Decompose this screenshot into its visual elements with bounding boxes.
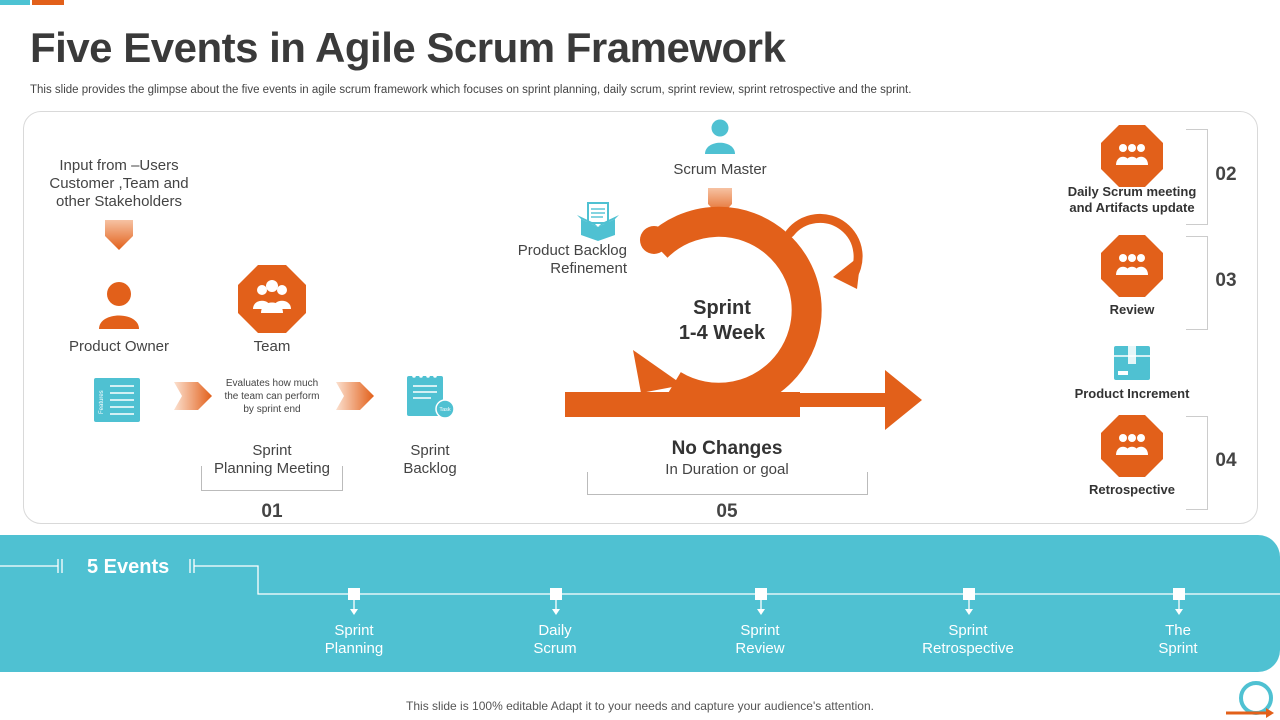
timeline-marker	[550, 588, 562, 616]
team-octagon-icon	[1101, 235, 1163, 297]
slide-subtitle: This slide provides the glimpse about th…	[30, 84, 912, 96]
meeting-line-2: Planning Meeting	[214, 460, 330, 477]
events-timeline-title: 5 Events	[87, 556, 170, 578]
sprint-line-1: Sprint	[693, 297, 751, 319]
timeline-marker	[1173, 588, 1185, 616]
right-arrow-icon	[174, 382, 212, 410]
sprint-cycle-icon	[565, 206, 922, 430]
backlog-box-icon	[577, 202, 619, 241]
timeline-item-line: Review	[735, 640, 785, 657]
input-line-1: Input from –Users	[59, 157, 179, 174]
sprint-line-2: 1-4 Week	[678, 322, 766, 344]
sprint-planning-meeting-label: Sprint Planning Meeting	[196, 442, 348, 478]
backlog-line-1: Sprint	[410, 442, 450, 459]
timeline-item-line: Scrum	[533, 640, 577, 657]
retrospective-bracket	[1186, 416, 1208, 510]
timeline-item-the-sprint: The Sprint	[1128, 622, 1228, 658]
retrospective-label: Retrospective	[1089, 482, 1175, 497]
header-accent-teal	[0, 0, 30, 5]
input-from-users-text: Input from –Users Customer ,Team and oth…	[34, 157, 204, 211]
input-line-3: other Stakeholders	[56, 193, 182, 210]
timeline-item-line: Sprint	[740, 622, 780, 639]
no-changes-subtitle: In Duration or goal	[665, 461, 789, 478]
backlog-line-2: Backlog	[403, 460, 457, 477]
daily-scrum-bracket	[1186, 129, 1208, 225]
review-bracket	[1186, 236, 1208, 330]
loop-logo-icon	[1226, 681, 1274, 718]
timeline-item-line: Daily	[538, 622, 572, 639]
header-accent-orange	[32, 0, 64, 5]
daily-scrum-line-2: and Artifacts update	[1069, 200, 1195, 215]
task-notepad-icon: Task	[407, 374, 455, 419]
slide-title: Five Events in Agile Scrum Framework	[30, 24, 786, 71]
timeline-marker	[348, 588, 360, 616]
no-changes-title: No Changes	[671, 438, 783, 459]
team-octagon-icon	[1101, 415, 1163, 477]
evaluates-line-3: by sprint end	[243, 404, 301, 415]
timeline-item-daily-scrum: Daily Scrum	[495, 622, 615, 658]
sprint-duration-text: Sprint 1-4 Week	[642, 296, 802, 346]
person-icon	[705, 119, 735, 154]
daily-scrum-label: Daily Scrum meeting and Artifacts update	[1052, 184, 1212, 216]
evaluates-line-1: Evaluates how much	[225, 378, 319, 389]
meeting-line-1: Sprint	[252, 442, 292, 459]
down-arrow-icon	[105, 220, 133, 250]
person-icon	[99, 282, 139, 329]
events-timeline-band	[0, 535, 1280, 672]
sprint-backlog-label: Sprint Backlog	[380, 442, 480, 478]
scrum-master-label: Scrum Master	[673, 161, 767, 178]
input-line-2: Customer ,Team and	[49, 175, 189, 192]
event-number-04: 04	[1215, 450, 1237, 471]
timeline-item-line: Sprint	[334, 622, 374, 639]
product-increment-label: Product Increment	[1074, 386, 1190, 401]
planning-bracket	[201, 466, 343, 491]
evaluates-line-2: the team can perform	[224, 391, 320, 402]
team-octagon-icon	[1101, 125, 1163, 187]
review-label: Review	[1109, 302, 1155, 317]
features-list-icon: Features	[94, 378, 140, 422]
timeline-marker	[755, 588, 767, 616]
timeline-item-line: Sprint	[948, 622, 988, 639]
event-number-02: 02	[1215, 164, 1237, 185]
timeline-item-line: Sprint	[1158, 640, 1198, 657]
timeline-item-sprint-planning: Sprint Planning	[294, 622, 414, 658]
slide-footer: This slide is 100% editable Adapt it to …	[406, 699, 874, 713]
daily-scrum-line-1: Daily Scrum meeting	[1067, 184, 1197, 199]
timeline-lines	[0, 559, 1280, 595]
refinement-line-1: Product Backlog	[517, 242, 627, 259]
team-label: Team	[253, 338, 291, 355]
team-octagon-icon	[238, 265, 306, 333]
sprint-bracket	[587, 472, 868, 495]
timeline-item-line: Planning	[324, 640, 384, 657]
product-owner-label: Product Owner	[68, 338, 170, 355]
timeline-marker	[963, 588, 975, 616]
features-tag: Features	[99, 390, 105, 414]
task-tag: Task	[439, 407, 451, 413]
diagram-panel	[23, 111, 1258, 524]
event-number-01: 01	[261, 501, 283, 522]
timeline-item-sprint-retrospective: Sprint Retrospective	[898, 622, 1038, 658]
right-arrow-icon	[336, 382, 374, 410]
timeline-item-line: Retrospective	[922, 640, 1014, 657]
product-increment-box-icon	[1114, 346, 1150, 380]
refinement-line-2: Refinement	[550, 260, 627, 277]
backlog-refinement-label: Product Backlog Refinement	[487, 242, 627, 278]
timeline-item-line: The	[1165, 622, 1191, 639]
evaluates-text: Evaluates how much the team can perform …	[212, 377, 332, 416]
event-number-05: 05	[716, 501, 738, 522]
event-number-03: 03	[1215, 270, 1237, 291]
timeline-item-sprint-review: Sprint Review	[700, 622, 820, 658]
